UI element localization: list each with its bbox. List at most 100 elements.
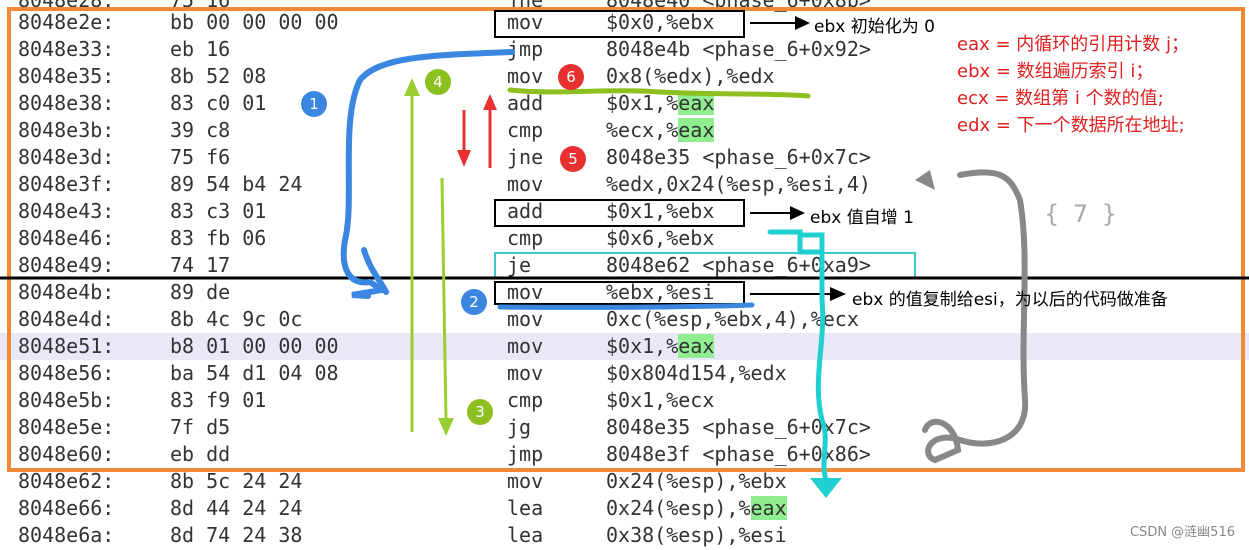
eax-highlight: eax [750, 496, 787, 520]
mnemonic-cell: cmp [507, 388, 544, 412]
bytes-cell: 89 54 b4 24 [170, 172, 303, 196]
watermark: CSDN @涟幽516 [1129, 525, 1235, 540]
badge-5: 5 [560, 146, 586, 172]
bytes-cell: 74 17 [170, 253, 231, 277]
bytes-cell: ba 54 d1 04 08 [170, 361, 339, 385]
bytes-cell: eb 16 [170, 37, 231, 61]
legend-eax: eax = 内循环的引用计数 j； [957, 34, 1190, 55]
addr-cell: 8048e4b: [18, 280, 115, 304]
operands-cell: %ebx,%esi [606, 280, 715, 304]
addr-cell: 8048e2e: [18, 10, 115, 34]
mnemonic-cell: jg [507, 415, 532, 439]
mnemonic-cell: mov [507, 307, 544, 331]
bytes-cell: 83 c3 01 [170, 199, 267, 223]
mnemonic-cell: add [507, 91, 544, 115]
operands-cell: %edx,0x24(%esp,%esi,4) [606, 172, 871, 196]
mnemonic-cell: lea [507, 523, 544, 547]
mnemonic-cell: mov [507, 334, 544, 358]
note-ebx-init: ebx 初始化为 0 [814, 17, 935, 37]
operands-text: $0x1,% [606, 91, 679, 115]
addr-cell: 8048e5b: [18, 388, 115, 412]
bytes-cell: 7f d5 [170, 415, 231, 439]
addr-cell: 8048e35: [18, 64, 115, 88]
eax-highlight: eax [678, 118, 715, 142]
bytes-cell: 8d 74 24 38 [170, 523, 303, 547]
badge-6: 6 [558, 64, 584, 90]
asm-row: 8048e35: 8b 52 08 mov 0x8(%edx),%edx [0, 63, 1249, 90]
addr-cell: 8048e43: [18, 199, 115, 223]
operands-cell: 0x8(%edx),%edx [606, 64, 775, 88]
addr-cell: 8048e5e: [18, 415, 115, 439]
asm-row: 8048e4d: 8b 4c 9c 0c mov 0xc(%esp,%ebx,4),%… [0, 306, 1249, 333]
bytes-cell: 8b 52 08 [170, 64, 267, 88]
mnemonic-cell: jmp [507, 37, 544, 61]
legend-edx: edx = 下一个数据所在地址; [957, 115, 1185, 136]
mnemonic-cell: mov [507, 361, 544, 385]
brace-label: { 7 } [1044, 200, 1121, 228]
bytes-cell: 8b 5c 24 24 [170, 469, 303, 493]
operands-text: $0x1,% [606, 334, 679, 358]
operands-cell: $0x1,%eax [606, 333, 715, 360]
bytes-cell: 83 f9 01 [170, 388, 267, 412]
asm-row: 8048e33: eb 16 jmp 8048e4b <phase_6+0x92> [0, 36, 1249, 63]
bytes-cell: 39 c8 [170, 118, 231, 142]
addr-cell: 8048e4d: [18, 307, 115, 331]
legend-ecx: ecx = 数组第 i 个数的值; [957, 88, 1164, 109]
box-mov-ebx-init [494, 10, 745, 38]
mnemonic-cell: add [507, 199, 544, 223]
mnemonic-cell: mov [507, 10, 544, 34]
mnemonic-cell: mov [507, 172, 544, 196]
note-ebx-copy: ebx 的值复制给esi，为以后的代码做准备 [852, 290, 1168, 310]
mnemonic-cell: mov [507, 64, 544, 88]
operands-text: 0x24(%esp),% [606, 496, 751, 520]
mnemonic-cell: lea [507, 496, 544, 520]
bytes-cell: 89 de [170, 280, 231, 304]
bytes-cell: 8b 4c 9c 0c [170, 307, 303, 331]
addr-cell: 8048e6a: [18, 523, 115, 547]
asm-row: 8048e66: 8d 44 24 24 lea 0x24(%esp),%eax [0, 495, 1249, 522]
bytes-cell: eb dd [170, 442, 231, 466]
bytes-cell: 75 f6 [170, 145, 231, 169]
operands-cell: 8048e62 <phase_6+0xa9> [606, 253, 871, 277]
badge-3: 3 [467, 399, 493, 425]
addr-cell: 8048e3f: [18, 172, 115, 196]
mnemonic-cell: jmp [507, 442, 544, 466]
operands-cell: $0x1,%ecx [606, 388, 715, 412]
box-mov-ebx-esi [494, 281, 745, 305]
operands-cell: $0x804d154,%edx [606, 361, 787, 385]
bytes-cell: 83 fb 06 [170, 226, 267, 250]
addr-cell: 8048e66: [18, 496, 115, 520]
asm-row: 8048e3f: 89 54 b4 24 mov %edx,0x24(%esp,%es… [0, 171, 1249, 198]
operands-cell: 0x24(%esp),%ebx [606, 469, 787, 493]
addr-cell: 8048e3d: [18, 145, 115, 169]
operands-cell: 8048e35 <phase_6+0x7c> [606, 145, 871, 169]
addr-cell: 8048e3b: [18, 118, 115, 142]
operands-cell: 8048e4b <phase_6+0x92> [606, 37, 871, 61]
addr-cell: 8048e38: [18, 91, 115, 115]
operands-cell: 0x24(%esp),%eax [606, 495, 787, 522]
bytes-cell: 8d 44 24 24 [170, 496, 303, 520]
addr-cell: 8048e33: [18, 37, 115, 61]
addr-cell: 8048e56: [18, 361, 115, 385]
bytes-cell: bb 00 00 00 00 [170, 10, 339, 34]
addr-cell: 8048e51: [18, 334, 115, 358]
bytes-cell: 83 c0 01 [170, 91, 267, 115]
legend-ebx: ebx = 数组遍历索引 i； [957, 61, 1154, 82]
operands-cell: 0xc(%esp,%ebx,4),%ecx [606, 307, 859, 331]
mnemonic-cell: mov [507, 469, 544, 493]
